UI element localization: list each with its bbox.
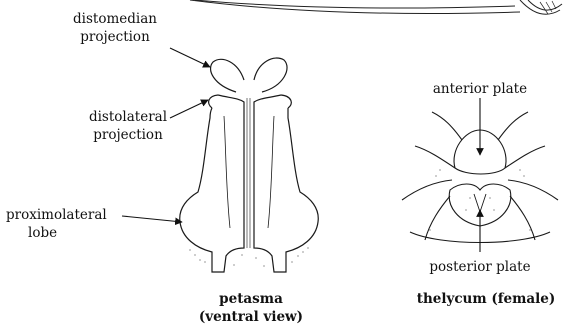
label-distolateral-projection: distolateral projection bbox=[84, 108, 172, 144]
petasma-drawing bbox=[180, 58, 319, 272]
label-distolateral-line2: projection bbox=[84, 126, 172, 144]
label-distomedian-line2: projection bbox=[66, 28, 164, 46]
arrow-distomedian bbox=[170, 48, 210, 67]
label-proximolateral-lobe: proximolateral lobe bbox=[6, 206, 124, 242]
label-posterior-plate: posterior plate bbox=[414, 258, 546, 276]
label-distolateral-line1: distolateral bbox=[84, 108, 172, 126]
label-proximolateral-line1: proximolateral bbox=[6, 206, 124, 224]
caption-thelycum: thelycum (female) bbox=[406, 290, 566, 308]
arrow-distolateral bbox=[170, 100, 208, 118]
caption-petasma: petasma (ventral view) bbox=[186, 290, 316, 326]
caption-petasma-title: petasma bbox=[186, 290, 316, 308]
label-anterior-plate: anterior plate bbox=[420, 80, 540, 98]
label-distomedian-line1: distomedian bbox=[66, 10, 164, 28]
label-proximolateral-line2: lobe bbox=[6, 224, 124, 242]
label-distomedian-projection: distomedian projection bbox=[66, 10, 164, 46]
arrow-proximolateral bbox=[122, 216, 182, 222]
caption-petasma-subtitle: (ventral view) bbox=[186, 308, 316, 326]
body-fragment-drawing bbox=[190, 0, 562, 14]
